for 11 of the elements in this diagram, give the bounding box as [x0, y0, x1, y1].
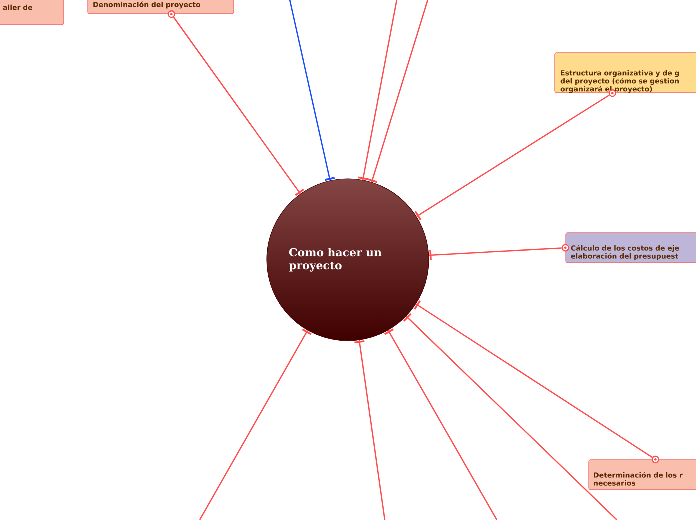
connector-line — [414, 300, 653, 458]
connector-line — [358, 0, 398, 180]
connector-line — [354, 340, 386, 520]
connector-line — [384, 328, 498, 520]
connector-line — [199, 328, 312, 520]
connector-line — [289, 0, 336, 182]
connector-line — [367, 0, 429, 184]
connector-line — [429, 248, 562, 260]
connector-line — [414, 94, 610, 221]
connector-line — [173, 17, 304, 196]
connector-line — [404, 313, 618, 520]
